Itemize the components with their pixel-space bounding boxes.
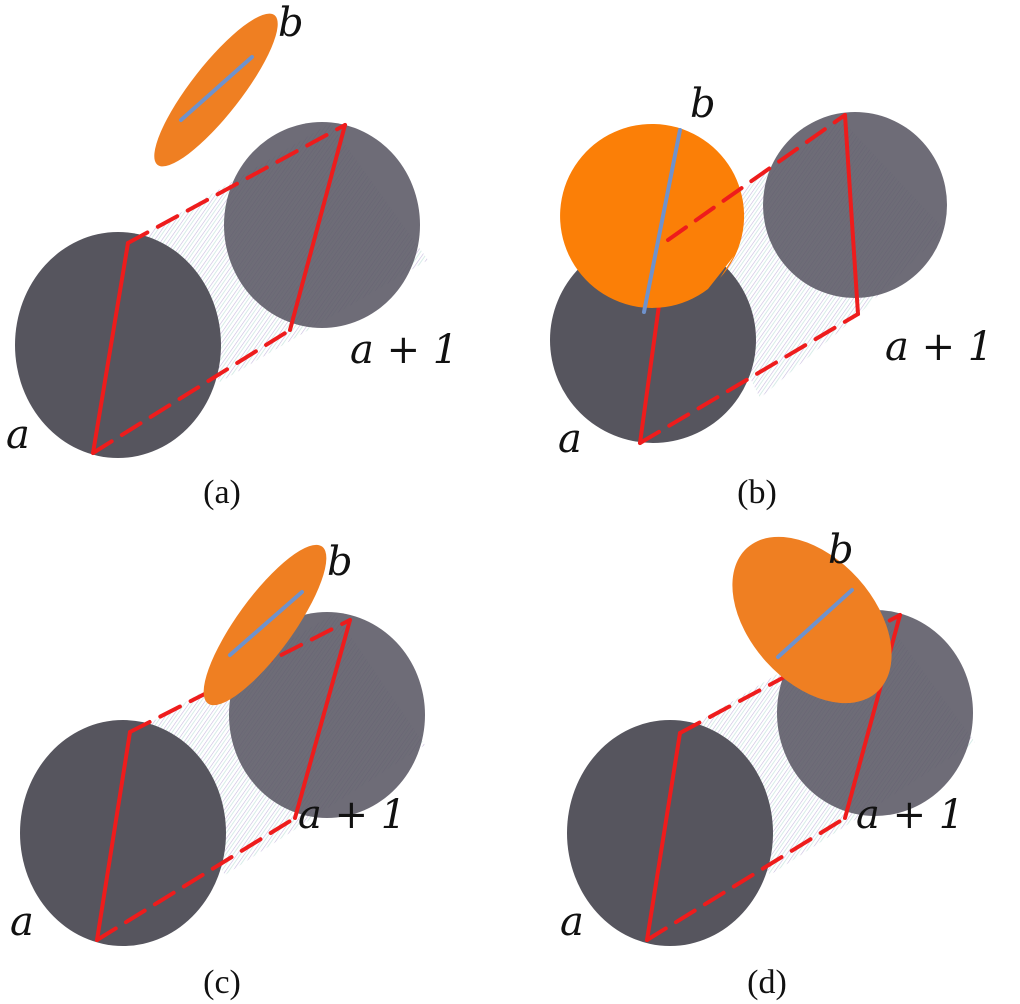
segment-dashed <box>645 816 847 942</box>
end-disk-far <box>763 112 947 298</box>
obstacle-disk <box>560 123 745 308</box>
caption: (d) <box>747 964 787 1001</box>
label-obstacle: b <box>327 539 353 585</box>
segment-solid-far <box>293 618 352 820</box>
label-obstacle: b <box>690 81 716 127</box>
label-start: a <box>10 899 34 945</box>
segment-solid <box>645 731 682 942</box>
segment-solid <box>95 730 132 942</box>
caption: (a) <box>203 474 241 511</box>
label-end: a + 1 <box>885 324 993 370</box>
segment-dashed <box>91 328 292 455</box>
end-disk-near <box>567 720 773 946</box>
obstacle-cross-line <box>776 588 854 659</box>
panel-d: a a + 1 b (d) <box>560 527 975 1001</box>
segment-dashed <box>666 113 847 242</box>
label-start: a <box>6 412 30 458</box>
label-end: a + 1 <box>350 327 458 373</box>
segment-dashed <box>95 816 297 942</box>
obstacle-cross-line <box>228 590 304 657</box>
segment-dashed <box>126 123 347 245</box>
segment-solid <box>91 241 130 455</box>
end-disk-far <box>224 122 420 328</box>
segment-solid-far <box>288 123 347 332</box>
label-start: a <box>560 899 584 945</box>
label-obstacle: b <box>828 527 854 573</box>
panel-c: a a + 1 b (c) <box>10 539 425 1001</box>
obstacle-cross-line <box>179 55 254 122</box>
label-end: a + 1 <box>298 792 406 838</box>
label-obstacle: b <box>278 0 304 46</box>
panel-a: a a + 1 b (a) <box>6 0 458 511</box>
caption: (c) <box>203 964 241 1001</box>
obstacle-cross-line <box>642 128 682 314</box>
label-start: a <box>558 416 582 462</box>
segment-dashed <box>638 312 860 445</box>
caption: (b) <box>737 474 777 511</box>
panel-b: a a + 1 b (b) <box>550 81 993 511</box>
end-disk-far <box>229 612 425 818</box>
segment-solid-far <box>843 113 860 316</box>
end-disk-near <box>20 720 226 946</box>
label-end: a + 1 <box>856 792 964 838</box>
obstacle-ellipse <box>732 536 892 704</box>
end-disk-near <box>15 232 221 458</box>
